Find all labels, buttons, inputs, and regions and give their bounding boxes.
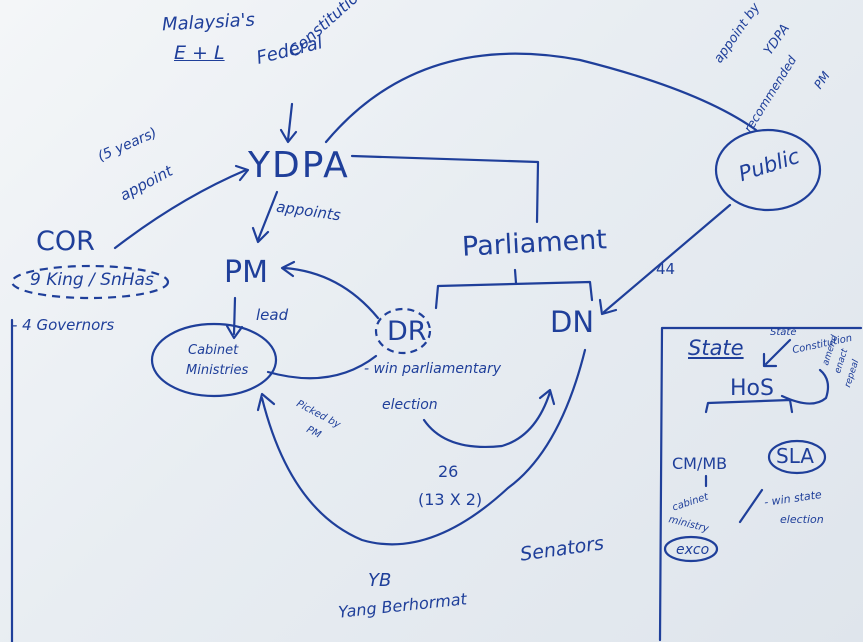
- arrow-dr-pm: [282, 266, 380, 320]
- side-bracket: [780, 368, 830, 405]
- state-exco: exco: [676, 542, 710, 558]
- state-source-1: State: [770, 327, 797, 338]
- node-ydpa: YDPA: [248, 145, 350, 186]
- node-dr: DR: [387, 316, 427, 347]
- label-yb: YB: [368, 570, 392, 591]
- cor-member-governors: - 4 Governors: [12, 316, 115, 334]
- state-hos: HoS: [730, 376, 774, 401]
- arrowhead: [280, 260, 296, 278]
- node-cor: COR: [36, 226, 95, 257]
- arrowhead: [256, 392, 276, 412]
- arrow-source-hos: [764, 338, 792, 366]
- exco-ellipse: [663, 535, 719, 563]
- label-44: 44: [656, 260, 676, 278]
- state-win-election-2: election: [780, 513, 824, 526]
- label-win-parliamentary: - win parliamentary: [364, 361, 501, 377]
- header-subtitle: E + L: [174, 42, 225, 64]
- arrowhead: [234, 164, 250, 182]
- label-election: election: [382, 397, 438, 413]
- parliament-branch: [434, 268, 594, 310]
- arc-ydpa-public: [324, 52, 758, 144]
- state-title: State: [688, 336, 744, 360]
- arrowhead: [251, 226, 270, 244]
- node-cabinet-line1: Cabinet: [188, 343, 239, 358]
- cor-group-ellipse: [10, 264, 170, 300]
- arrow-cor-ydpa: [113, 168, 248, 250]
- node-parliament: Parliament: [461, 224, 608, 263]
- dr-ellipse: [374, 307, 432, 355]
- arrow-ydpa-pm: [256, 190, 279, 242]
- arrow-public-dn: [602, 203, 732, 314]
- header-title: Malaysia's: [161, 9, 256, 36]
- arrow-loop-dr-dn: [422, 390, 552, 448]
- label-lead: lead: [256, 306, 289, 324]
- arrowhead: [279, 128, 298, 144]
- arrowhead: [598, 298, 618, 316]
- arrowhead: [762, 352, 778, 368]
- cor-member-kings: 9 King / SnHas: [30, 270, 154, 290]
- node-cabinet-line2: Ministries: [186, 363, 249, 378]
- state-sla: SLA: [776, 444, 814, 468]
- cabinet-ellipse: [150, 322, 278, 398]
- state-cmmb: CM/MB: [672, 454, 728, 473]
- line-ydpa-parliament: [350, 154, 540, 224]
- arrow-constitution-ydpa: [286, 102, 294, 142]
- node-dn: DN: [550, 305, 595, 339]
- hos-branch: [704, 398, 794, 414]
- arrowhead: [538, 388, 556, 406]
- sla-to-exco: [738, 488, 764, 524]
- arrow-pm-cabinet: [232, 296, 237, 336]
- sla-ellipse: [767, 439, 827, 475]
- node-pm: PM: [224, 255, 268, 290]
- label-13x2: (13 X 2): [418, 490, 483, 509]
- arrow-dr-cabinet: [266, 354, 378, 380]
- curve-dn-cabinet: [260, 348, 587, 546]
- state-panel-frame: [658, 326, 863, 642]
- public-ellipse: [714, 128, 822, 212]
- arrowhead: [225, 324, 244, 340]
- label-26: 26: [438, 462, 459, 481]
